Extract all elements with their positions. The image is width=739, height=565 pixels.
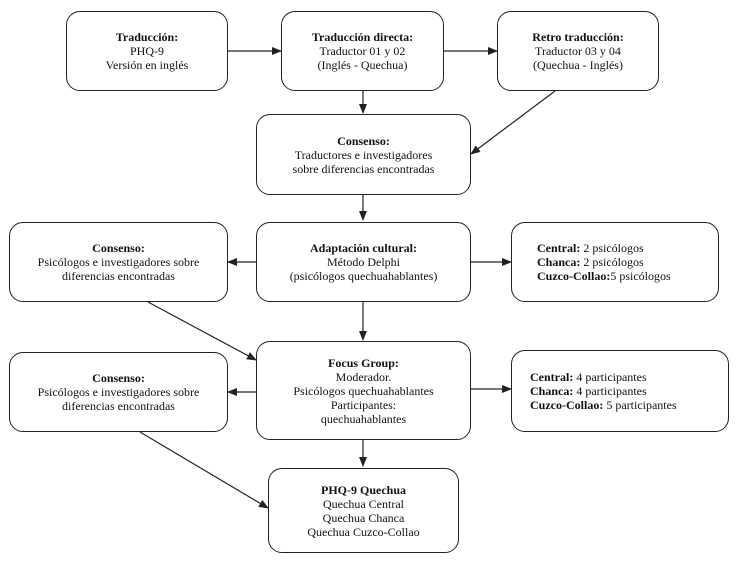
participantes-row-cuzco: Cuzco-Collao: 5 participantes [530, 398, 677, 412]
participantes-central-label: Central: [530, 370, 574, 384]
node-focus-group: Focus Group: Moderador. Psicólogos quech… [256, 341, 471, 440]
psicologos-row-chanca: Chanca: 2 psicólogos [537, 255, 644, 269]
node-directa-line-2: (Inglés - Quechua) [317, 58, 408, 72]
node-focus-line-2: Psicólogos quechuahablantes [293, 383, 434, 398]
node-retro-line-2: (Quechua - Inglés) [533, 58, 623, 72]
node-final-title: PHQ-9 Quechua [320, 482, 406, 497]
node-traduccion-line-1: PHQ-9 [129, 44, 164, 58]
participantes-chanca-label: Chanca: [530, 384, 574, 398]
psicologos-row-cuzco: Cuzco-Collao:5 psicólogos [537, 269, 671, 283]
participantes-row-chanca: Chanca: 4 participantes [530, 384, 647, 398]
node-focus-line-3: Participantes: [330, 397, 397, 412]
node-phq9-quechua: PHQ-9 Quechua Quechua Central Quechua Ch… [268, 468, 459, 553]
participantes-cuzco-label: Cuzco-Collao: [530, 398, 604, 412]
node-consenso2-line-1: Psicólogos e investigadores sobre [37, 255, 200, 269]
node-traduccion-title: Traducción: [115, 30, 179, 44]
node-focus-line-1: Moderador. [335, 369, 392, 384]
psicologos-central-value: 2 psicólogos [580, 241, 644, 255]
node-directa-line-1: Traductor 01 y 02 [319, 44, 406, 58]
node-focus-line-4: quechuahablantes [320, 411, 407, 426]
node-traduccion: Traducción: PHQ-9 Versión en inglés [66, 11, 228, 91]
node-consenso-psicologos-2: Consenso: Psicólogos e investigadores so… [9, 352, 228, 432]
node-consenso1-line-2: sobre diferencias encontradas [292, 161, 435, 176]
psicologos-row-central: Central: 2 psicólogos [537, 241, 644, 255]
node-traduccion-line-2: Versión en inglés [105, 58, 189, 72]
node-retro-line-1: Traductor 03 y 04 [535, 44, 621, 58]
node-consenso2-line-2: diferencias encontradas [62, 269, 175, 283]
node-participantes-por-variante: Central: 4 participantes Chanca: 4 parti… [511, 350, 729, 432]
node-adaptacion-title: Adaptación cultural: [309, 241, 417, 255]
node-final-line-1: Quechua Central [323, 496, 404, 511]
node-consenso-psicologos-1: Consenso: Psicólogos e investigadores so… [9, 222, 228, 302]
node-adaptacion-line-1: Método Delphi [327, 255, 400, 269]
node-consenso3-title: Consenso: [92, 371, 145, 385]
node-traduccion-directa: Traducción directa: Traductor 01 y 02 (I… [281, 11, 444, 91]
psicologos-cuzco-value: 5 psicólogos [610, 269, 671, 283]
node-consenso3-line-2: diferencias encontradas [62, 399, 175, 413]
arrow-consenso2-to-focus [147, 301, 257, 361]
node-adaptacion-line-2: (psicólogos quechuahablantes) [289, 269, 438, 283]
node-focus-title: Focus Group: [328, 355, 399, 370]
node-directa-title: Traducción directa: [311, 30, 414, 44]
psicologos-cuzco-label: Cuzco-Collao: [537, 269, 611, 283]
node-consenso1-title: Consenso: [337, 133, 390, 148]
node-consenso3-line-1: Psicólogos e investigadores sobre [37, 385, 200, 399]
arrow-consenso3-to-final [139, 431, 269, 509]
node-retro-traduccion: Retro traducción: Traductor 03 y 04 (Que… [497, 11, 659, 91]
arrow-retro-to-consenso1 [470, 90, 556, 155]
psicologos-central-label: Central: [537, 241, 581, 255]
node-psicologos-por-variante: Central: 2 psicólogos Chanca: 2 psicólog… [511, 222, 719, 302]
psicologos-chanca-value: 2 psicólogos [580, 255, 644, 269]
node-consenso2-title: Consenso: [92, 241, 145, 255]
participantes-chanca-value: 4 participantes [573, 384, 647, 398]
node-consenso1-line-1: Traductores e investigadores [294, 147, 433, 162]
node-final-line-3: Quechua Cuzco-Collao [307, 524, 420, 539]
node-adaptacion-cultural: Adaptación cultural: Método Delphi (psic… [256, 222, 471, 302]
participantes-cuzco-value: 5 participantes [603, 398, 677, 412]
node-final-line-2: Quechua Chanca [322, 510, 405, 525]
node-consenso-traductores: Consenso: Traductores e investigadores s… [256, 114, 471, 195]
participantes-central-value: 4 participantes [573, 370, 647, 384]
participantes-row-central: Central: 4 participantes [530, 370, 647, 384]
psicologos-chanca-label: Chanca: [537, 255, 581, 269]
node-retro-title: Retro traducción: [532, 30, 624, 44]
